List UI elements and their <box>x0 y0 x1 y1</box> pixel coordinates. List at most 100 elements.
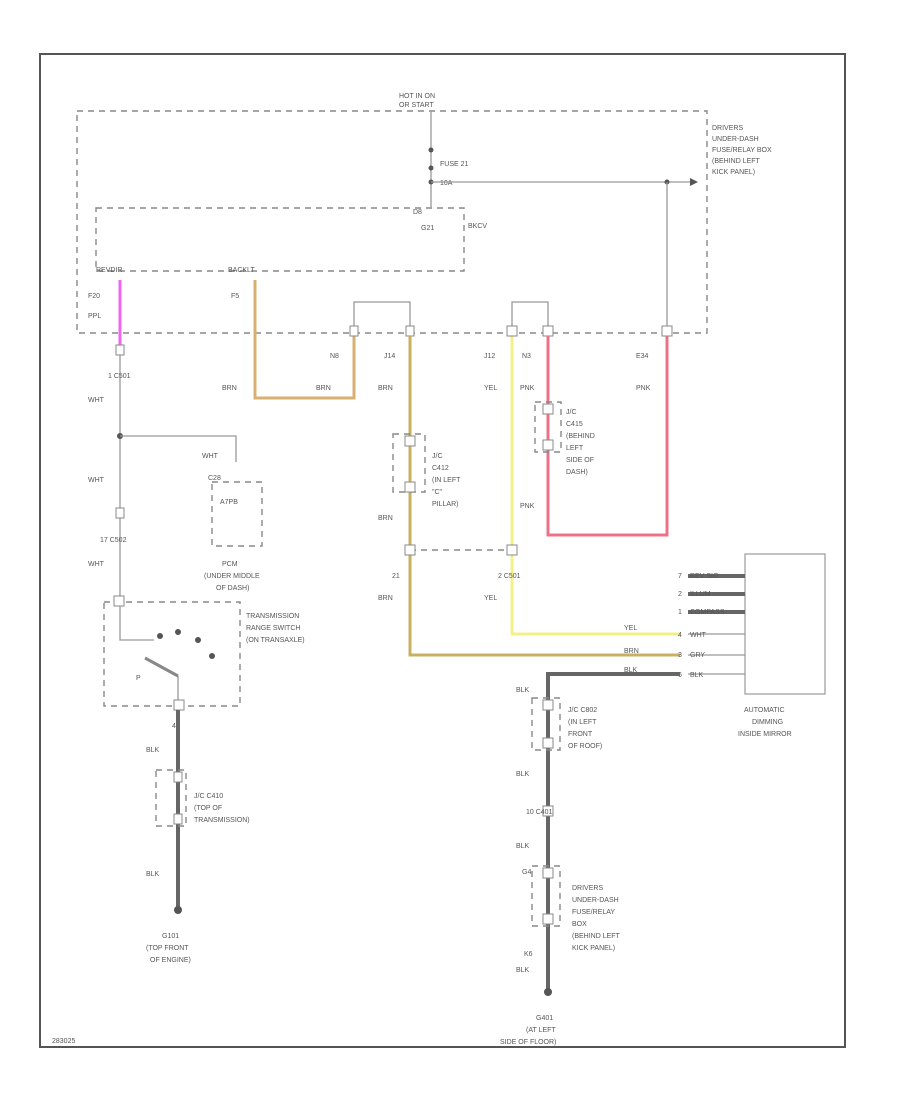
jc-c412-outline <box>392 433 426 493</box>
mirror-pin-num-7: 7 <box>678 573 682 580</box>
mirror-box <box>744 553 826 695</box>
g101-label-2: (TOP FRONT <box>146 945 189 952</box>
c401-label: 10 C401 <box>526 809 553 816</box>
backlt-wire <box>253 280 356 400</box>
c502-label: 17 C502 <box>100 537 127 544</box>
switch-contact-4 <box>209 653 215 659</box>
switch-input-wire <box>119 606 154 641</box>
inner-module-outline <box>95 207 465 272</box>
jc-c412-label-4: "C" <box>432 489 443 496</box>
fuse-top-node <box>428 147 434 153</box>
g101-ground-node <box>174 906 182 914</box>
jc-c410-label-1: J/C C410 <box>194 793 223 800</box>
pnk-label-c: PNK <box>520 503 535 510</box>
brn-label-e: BRN <box>378 595 393 602</box>
mirror-pin-num-4: 4 <box>678 632 682 639</box>
wht-branch-wire <box>120 435 237 462</box>
jc-c410-label-2: (TOP OF <box>194 805 222 812</box>
blk-label-3: BLK <box>516 687 530 694</box>
trans-switch-label-2: RANGE SWITCH <box>246 625 300 632</box>
wht-label-4: WHT <box>88 561 105 568</box>
j14-connector <box>405 325 415 337</box>
mirror-pin-num-3: 3 <box>678 652 682 659</box>
jc-c802-label-2: (IN LEFT <box>568 719 597 726</box>
pin-n3: N3 <box>522 353 531 360</box>
continuation-arrow <box>690 178 698 186</box>
jc-c415-label-1: J/C <box>566 409 577 416</box>
c501-2-connector <box>506 544 518 556</box>
pcm-label-1: PCM <box>222 561 238 568</box>
pcm-label-2: (UNDER MIDDLE <box>204 573 260 580</box>
blk-label-2: BLK <box>146 871 160 878</box>
jc-c415-connector-2 <box>542 439 554 451</box>
mirror-pin-label-7: REV SIG <box>690 573 718 580</box>
pnk-loop-wire <box>546 336 669 537</box>
hot-source-line2: OR START <box>399 102 434 109</box>
jc-c415-label-6: DASH) <box>566 469 588 476</box>
mirror-pin-num-1: 1 <box>678 609 682 616</box>
trans-switch-label-3: (ON TRANSAXLE) <box>246 637 305 644</box>
revdir-label: REVDIR <box>96 267 122 274</box>
pin-f5: F5 <box>231 293 239 300</box>
brn-label-d: BRN <box>378 515 393 522</box>
pnk-label-a: PNK <box>520 385 535 392</box>
switch-blade <box>144 656 179 678</box>
fuse-box-label-1: DRIVERS <box>712 125 743 132</box>
fuse-box-lower-outline <box>531 865 561 927</box>
lower-fuse-connector-2 <box>542 913 554 925</box>
jc-c412-label-2: C412 <box>432 465 449 472</box>
ppl-wire-label: PPL <box>88 313 101 320</box>
mirror-ground-wire <box>546 672 680 990</box>
park-label: P <box>136 675 141 682</box>
pnk-label-b: PNK <box>636 385 651 392</box>
jc-c802-connector-1 <box>542 699 554 711</box>
fuse-box-lower-3: FUSE/RELAY <box>572 909 615 916</box>
g401-ground-node <box>544 988 552 996</box>
g401-label-1: G401 <box>536 1015 553 1022</box>
jc-c415-outline <box>534 401 562 453</box>
brn-label-f: BRN <box>624 648 639 655</box>
fuse-box-lower-1: DRIVERS <box>572 885 603 892</box>
jc-c410-connector-1 <box>173 771 183 783</box>
c501-label: 1 C501 <box>108 373 131 380</box>
fuse-box-lower-4: BOX <box>572 921 587 928</box>
fuse-box-lower-5: (BEHIND LEFT <box>572 933 621 940</box>
blk-label-1: BLK <box>146 747 160 754</box>
blk-label-5: BLK <box>516 843 530 850</box>
pin-e34: E34 <box>636 353 649 360</box>
n3-connector <box>542 325 554 337</box>
pin-k6: K6 <box>524 951 533 958</box>
j12-connector <box>506 325 518 337</box>
jc-c415-connector-1 <box>542 403 554 415</box>
mirror-pin-label-2: ILLUM <box>690 591 711 598</box>
backlt-loop-wire <box>353 301 411 330</box>
mirror-pin-label-1: COMPASS <box>690 609 725 616</box>
jc-c415-label-3: (BEHIND <box>566 433 595 440</box>
brn-label-b: BRN <box>316 385 331 392</box>
g401-label-2: (AT LEFT <box>526 1027 556 1034</box>
g401-label-3: SIDE OF FLOOR) <box>500 1039 556 1046</box>
yel-label-b: YEL <box>484 595 497 602</box>
diagram-frame <box>39 53 846 1048</box>
blk-label-6: BLK <box>516 967 530 974</box>
fuse-label: FUSE 21 <box>440 161 469 168</box>
pin-4-label: 4 <box>172 723 176 730</box>
trans-switch-label-1: TRANSMISSION <box>246 613 299 620</box>
jc-c412-label-5: PILLAR) <box>432 501 458 508</box>
switch-contact-2 <box>175 629 181 635</box>
pcm-outline <box>211 481 263 547</box>
jc-c802-label-1: J/C C802 <box>568 707 597 714</box>
fuse-box-outline <box>76 110 708 334</box>
brn-label-a: BRN <box>222 385 237 392</box>
mirror-pins: 7 REV SIG 2 ILLUM 1 COMPASS 4 WHT 3 GRY … <box>678 573 745 679</box>
brn-label-c: BRN <box>378 385 393 392</box>
wht-label-2: WHT <box>202 453 219 460</box>
backlt-label: BACKLT <box>228 267 255 274</box>
g101-label-3: OF ENGINE) <box>150 957 191 964</box>
jc-c415-label-4: LEFT <box>566 445 584 452</box>
mirror-pin-num-2: 2 <box>678 591 682 598</box>
mirror-label-1: AUTOMATIC <box>744 707 785 714</box>
mirror-label-3: INSIDE MIRROR <box>738 731 792 738</box>
pcm-pin-2: A7PB <box>220 499 238 506</box>
